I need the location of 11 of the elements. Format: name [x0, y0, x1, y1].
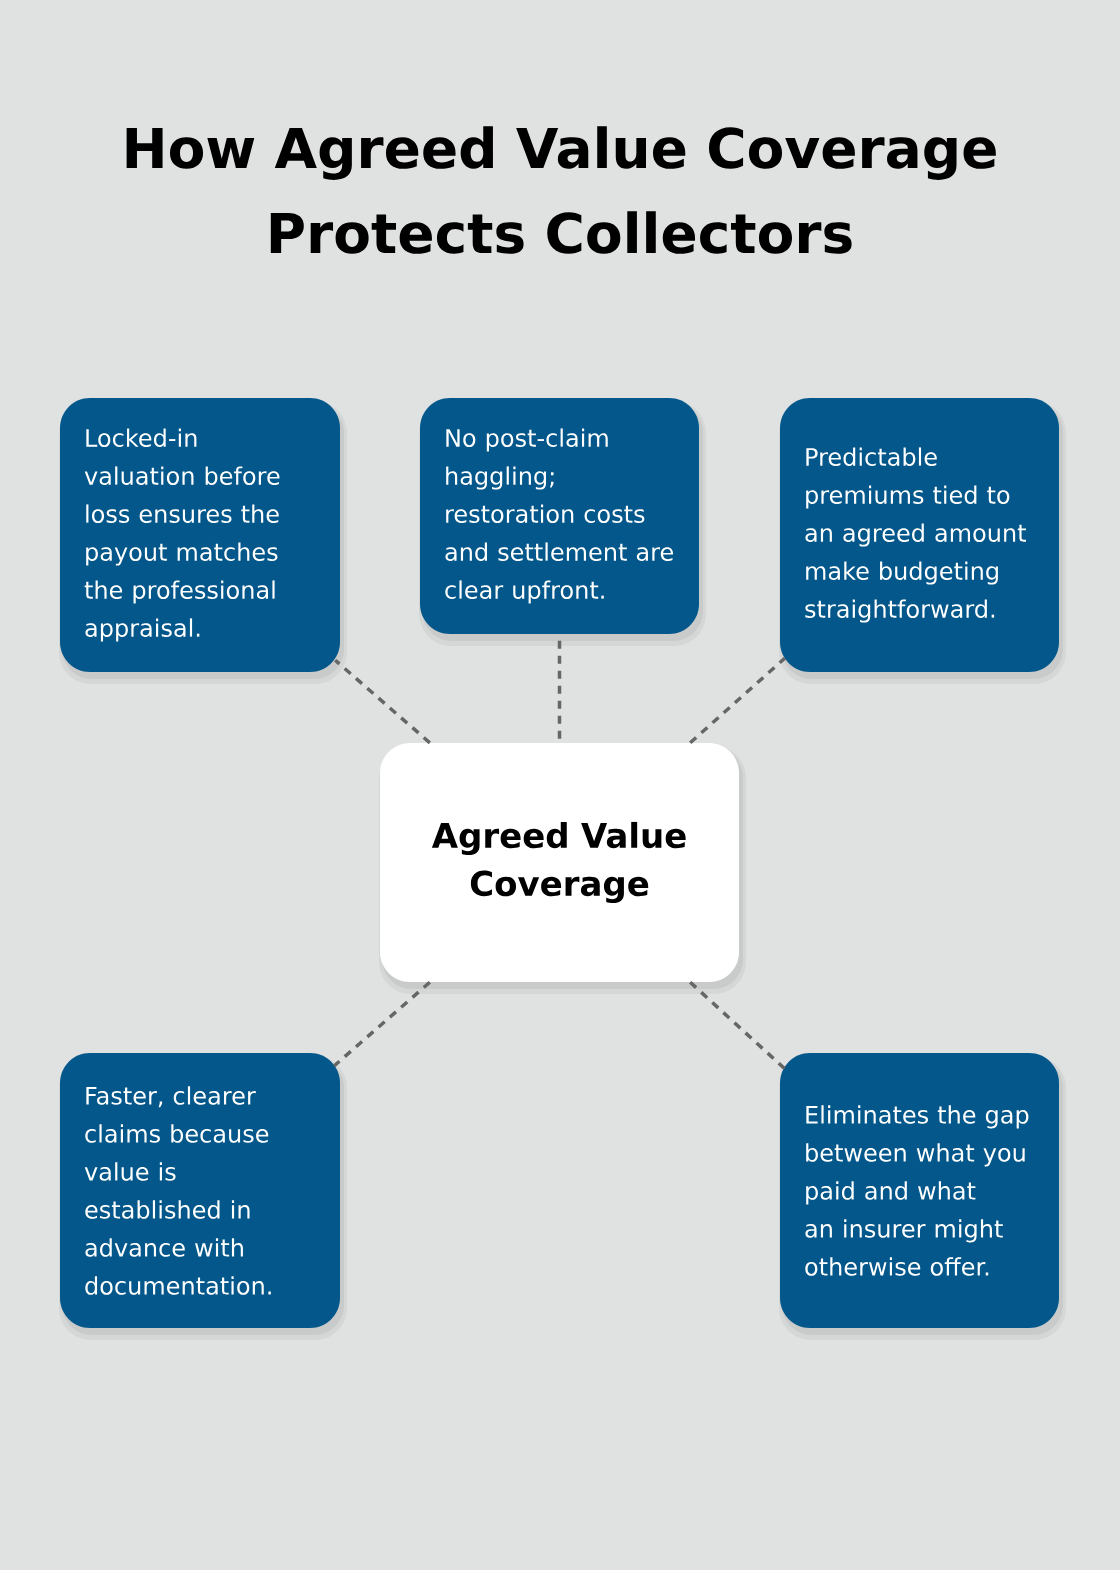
- info-box: Eliminates the gap between what you paid and what an insurer might otherwise offer.: [779, 1053, 1066, 1340]
- connector-line: [334, 658, 431, 745]
- info-box: Predictable premiums tied to an agreed amount make budgeting straightforward.: [779, 398, 1066, 684]
- info-box: Locked-in valuation before loss ensures the payout matches the professional appraisal.: [59, 398, 347, 684]
- connector-line: [689, 656, 786, 745]
- title: How Agreed Value Coverage Protects Collectors: [126, 126, 996, 254]
- info-box: Faster, clearer claims because value is established in advance with documentation.: [59, 1053, 347, 1340]
- connector-line: [333, 980, 431, 1068]
- connector-line: [689, 980, 786, 1071]
- info-box: No post-claim haggling; restoration costs and settlement are clear upfront.: [419, 398, 706, 646]
- center-box: Agreed Value Coverage: [379, 743, 746, 994]
